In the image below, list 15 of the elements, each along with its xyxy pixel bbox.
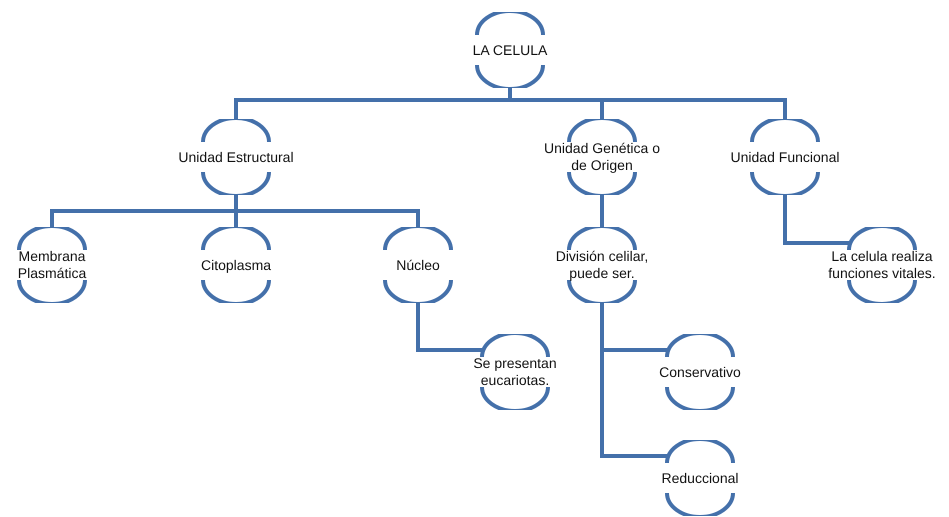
node-text: Citoplasma bbox=[200, 256, 272, 274]
node-text: Reduccional bbox=[661, 470, 739, 486]
node-text: Unidad Estructural bbox=[178, 148, 294, 166]
node-text: La celula realiza funciones vitales. bbox=[827, 248, 937, 282]
node-text: Membrana Plasmática bbox=[16, 248, 88, 282]
node-text: LA CELULA bbox=[472, 42, 548, 58]
node-text: Conservativo bbox=[659, 364, 741, 380]
node-text: División celilar, puede ser. bbox=[554, 248, 650, 282]
node-text: Unidad Genética o de Origen bbox=[543, 140, 661, 174]
connector-line bbox=[600, 195, 604, 227]
connector-line bbox=[783, 195, 849, 245]
node-text: Unidad Funcional bbox=[730, 148, 840, 166]
connector-line bbox=[234, 195, 420, 227]
connector-line bbox=[416, 303, 482, 352]
node-text: Se presentan eucariotas. bbox=[472, 355, 558, 389]
